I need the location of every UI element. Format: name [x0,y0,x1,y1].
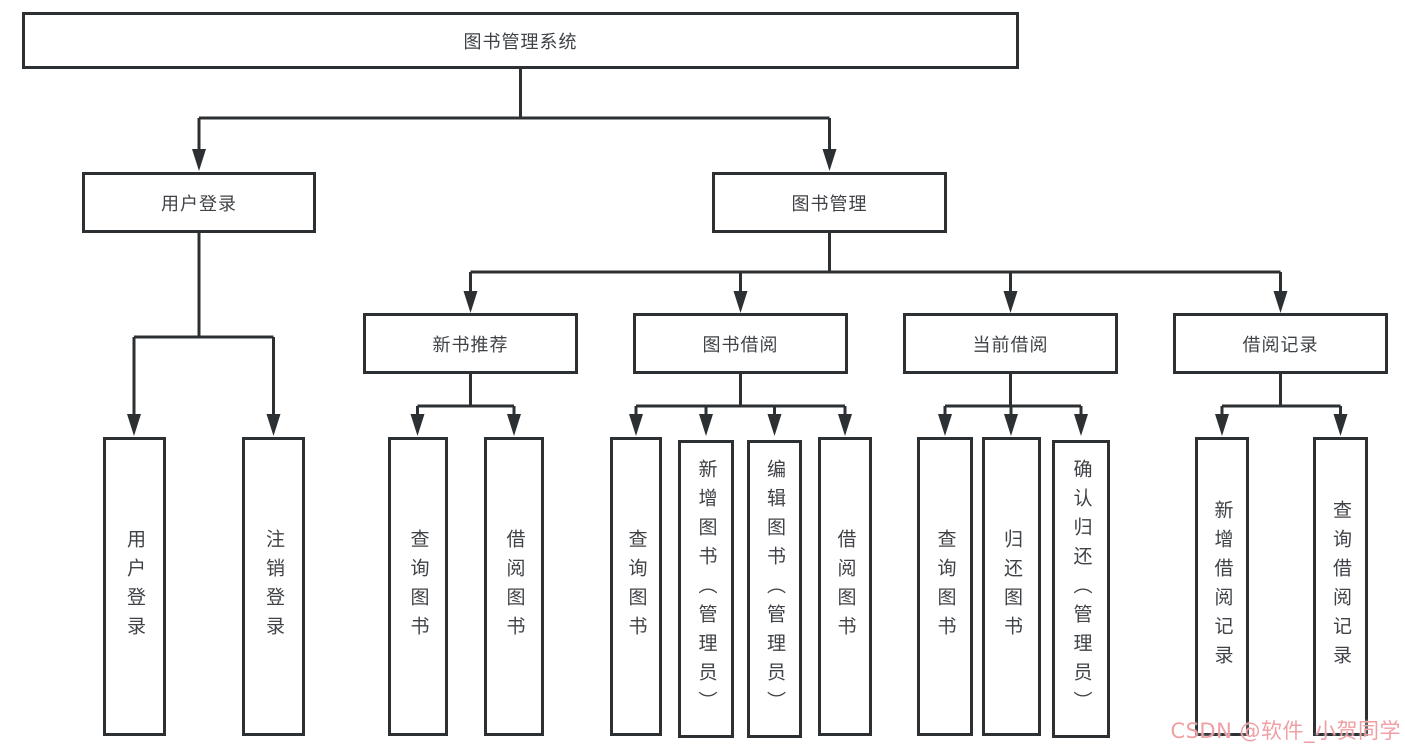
leaf-label: 借阅图书 [834,528,857,645]
leaf-add-books-admin: 新增图书（管理员） [678,440,734,738]
leaf-label: 用户登录 [124,528,146,645]
node-root-system: 图书管理系统 [22,12,1019,69]
connector-borrow-records-to-leaves [1215,374,1348,436]
leaf-label: 查询借阅记录 [1330,499,1352,674]
node-new-book-recommend: 新书推荐 [363,313,578,374]
node-label: 图书管理系统 [463,31,578,53]
node-label: 新书推荐 [432,334,509,356]
leaf-edit-books-admin: 编辑图书（管理员） [747,440,802,738]
node-label: 借阅记录 [1242,334,1319,356]
leaf-label: 查询图书 [625,528,648,645]
leaf-label: 归还图书 [1001,528,1023,645]
leaf-user-login: 用户登录 [103,437,166,736]
node-label: 图书管理 [791,193,868,215]
leaf-label: 编辑图书（管理员） [764,458,786,720]
leaf-label: 查询图书 [407,528,430,645]
leaf-label: 注销登录 [263,528,285,645]
leaf-label: 确认归还（管理员） [1070,458,1093,720]
connector-new-book-recommend-to-leaves [410,374,521,436]
node-borrow-records: 借阅记录 [1173,313,1388,374]
leaf-borrow-books: 借阅图书 [818,437,872,736]
node-book-management: 图书管理 [712,172,947,233]
connector-user-login-to-leaves [127,233,281,436]
connector-book-borrow-to-leaves [629,374,852,436]
node-user-login: 用户登录 [82,172,316,233]
watermark: CSDN @软件_小贺同学 [1170,719,1401,743]
leaf-add-borrow-record: 新增借阅记录 [1195,437,1249,736]
leaf-return-books: 归还图书 [982,437,1041,736]
leaf-label: 查询图书 [934,528,957,645]
node-label: 图书借阅 [702,334,779,356]
node-book-borrow: 图书借阅 [633,313,848,374]
connector-current-borrow-to-leaves [938,374,1088,436]
leaf-query-books-current: 查询图书 [917,437,973,736]
leaf-query-borrow-record: 查询借阅记录 [1313,437,1368,736]
leaf-label: 借阅图书 [503,528,526,645]
leaf-borrow-books-recommend: 借阅图书 [484,437,544,736]
leaf-label: 新增图书（管理员） [695,458,718,720]
node-label: 用户登录 [161,193,237,215]
connector-book-management-to-level3 [463,233,1288,313]
leaf-query-books-recommend: 查询图书 [388,437,448,736]
node-current-borrow: 当前借阅 [903,313,1118,374]
leaf-label: 新增借阅记录 [1211,499,1234,674]
leaf-confirm-return-admin: 确认归还（管理员） [1052,440,1110,738]
connector-root-to-level2 [192,69,837,171]
leaf-logout: 注销登录 [242,437,305,736]
leaf-query-books-borrow: 查询图书 [610,437,662,736]
node-label: 当前借阅 [972,334,1049,356]
